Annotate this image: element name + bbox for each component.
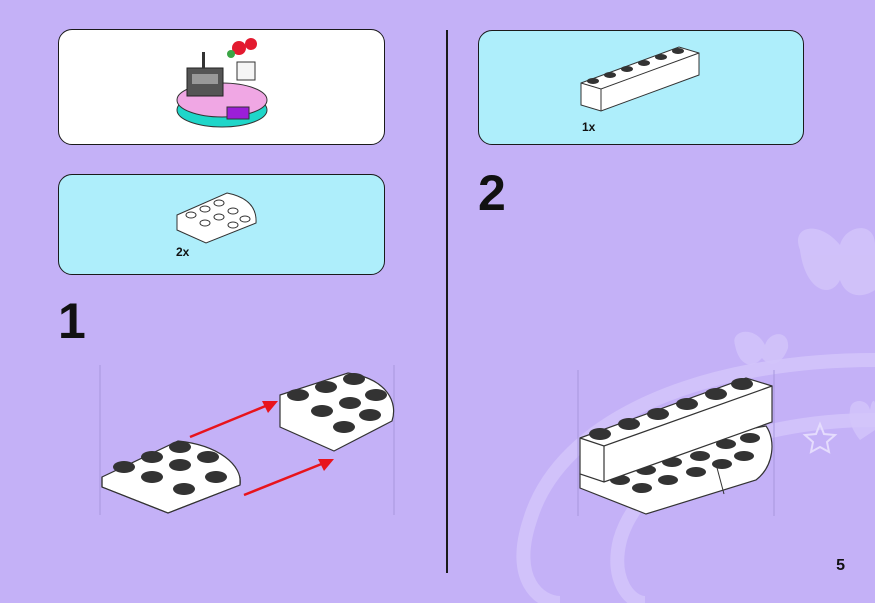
step-1-illustration <box>99 365 395 515</box>
completed-model-box <box>58 29 385 145</box>
parts-box-step-1: 2x <box>58 174 385 275</box>
column-divider <box>446 30 448 573</box>
butterfly-decoration <box>734 331 789 365</box>
parts-quantity: 1x <box>582 120 596 134</box>
quarter-round-plate <box>279 372 395 452</box>
butterfly-decoration <box>798 228 875 296</box>
brick-1x6-part <box>580 46 700 112</box>
quarter-round-plate <box>101 440 241 514</box>
parts-quantity: 2x <box>176 245 190 259</box>
completed-model-illustration <box>176 38 268 128</box>
page-number: 5 <box>836 557 845 574</box>
step-2-illustration <box>577 370 775 516</box>
assembly-arrow <box>189 401 334 497</box>
step-number: 1 <box>58 293 86 349</box>
quarter-round-plate-part <box>176 192 257 244</box>
step-number: 2 <box>478 165 506 221</box>
brick-1x6 <box>579 377 773 483</box>
star-decoration <box>802 421 838 454</box>
heart-decoration <box>849 400 875 440</box>
parts-box-step-2: 1x <box>478 30 804 145</box>
